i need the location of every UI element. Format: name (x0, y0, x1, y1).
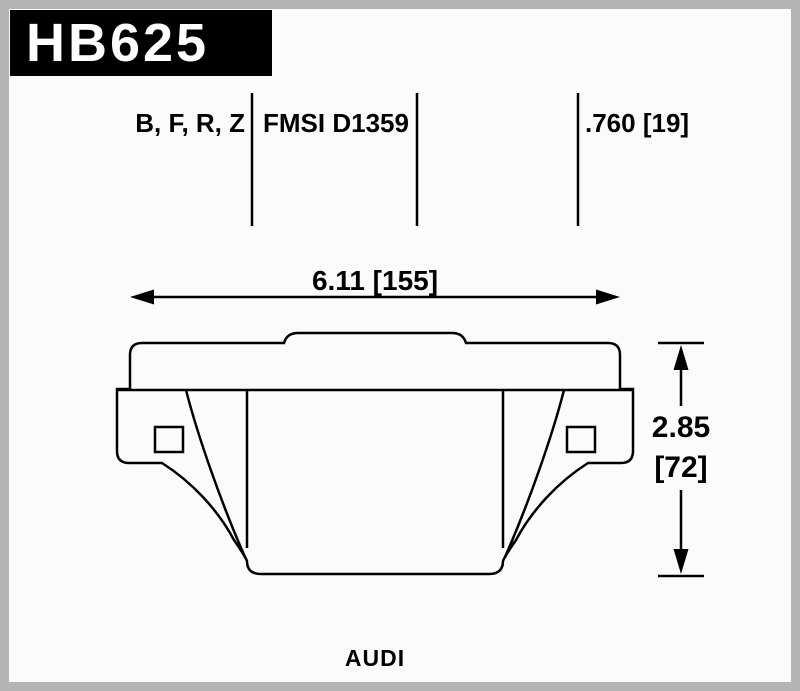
width-dimension-label: 6.11 [155] (311, 265, 439, 296)
application-label: AUDI (344, 645, 406, 671)
abutment-hole-right (565, 425, 597, 454)
height-dimension-label: 2.85 [72] (634, 408, 728, 488)
height-dimension-value: 2.85 (651, 411, 711, 444)
height-dimension-arrow (658, 341, 704, 578)
height-dimension-bracket: [72] (654, 451, 708, 484)
part-number: HB625 (26, 13, 210, 73)
part-number-box: HB625 (10, 10, 272, 76)
fmsi-number: FMSI D1359 (263, 108, 409, 138)
width-dimension-arrow (130, 289, 620, 305)
compound-codes: B, F, R, Z (135, 108, 245, 138)
friction-left-edge (184, 389, 247, 558)
spec-divider-lines (250, 93, 580, 226)
friction-right-edge (503, 389, 566, 558)
arrow-head-down (673, 549, 689, 574)
backing-plate-outline (115, 331, 635, 576)
brake-pad-drawing (115, 331, 635, 576)
arrow-head-left (130, 289, 154, 305)
sheet-background (9, 9, 791, 682)
pad-thickness: .760 [19] (585, 108, 690, 138)
abutment-hole-left (153, 425, 185, 454)
arrow-head-right (596, 289, 620, 305)
arrow-head-up (673, 345, 689, 370)
